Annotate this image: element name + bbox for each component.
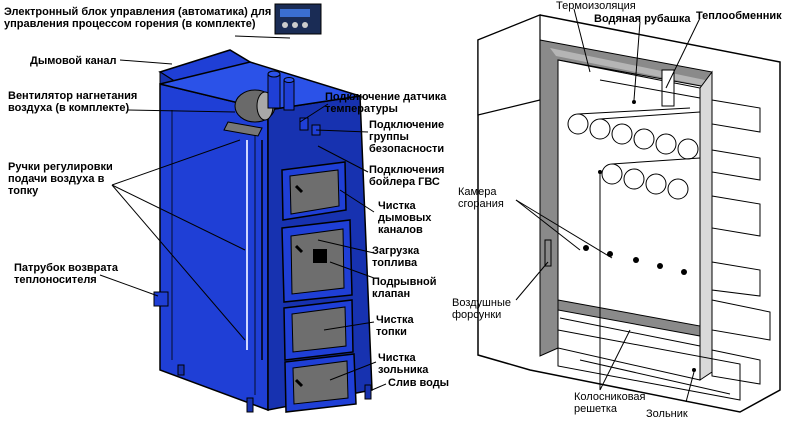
- label-air-nozzles: Воздушные форсунки: [452, 297, 511, 321]
- label-temp-sensor: Подключение датчика температуры: [325, 91, 447, 115]
- label-water-jacket: Водяная рубашка: [594, 13, 691, 25]
- label-insulation: Термоизоляция: [556, 0, 636, 12]
- label-ashpan: Зольник: [646, 408, 688, 420]
- label-fan: Вентилятор нагнетания воздуха (в комплек…: [8, 90, 138, 114]
- label-return-pipe: Патрубок возврата теплоносителя: [14, 262, 118, 286]
- label-ash-clean: Чистка зольника: [378, 352, 429, 376]
- right-leader-lines: [515, 8, 701, 403]
- boiler-doors: [281, 161, 357, 413]
- label-safety-group: Подключение группы безопасности: [369, 119, 445, 155]
- label-fuel-load: Загрузка топлива: [372, 245, 420, 269]
- label-smoke-clean: Чистка дымовых каналов: [378, 200, 432, 236]
- label-firebox-clean: Чистка топки: [376, 314, 414, 338]
- label-grate: Колосниковая решетка: [574, 391, 646, 415]
- label-smoke-channel: Дымовой канал: [30, 55, 117, 67]
- label-blow-valve: Подрывной клапан: [372, 276, 437, 300]
- label-dhw-boiler: Подключения бойлера ГВС: [369, 164, 445, 188]
- label-water-drain: Слив воды: [388, 377, 450, 389]
- label-air-handles: Ручки регулировки подачи воздуха в топку: [8, 161, 113, 197]
- left-leader-lines: [99, 35, 387, 391]
- control-unit-icon: [274, 3, 322, 35]
- label-control-unit: Электронный блок управления (автоматика)…: [4, 6, 272, 30]
- label-combustion-chamber: Камера сгорания: [458, 186, 504, 210]
- section-drawing: [477, 14, 781, 413]
- label-heat-exchanger: Теплообменник: [696, 10, 782, 22]
